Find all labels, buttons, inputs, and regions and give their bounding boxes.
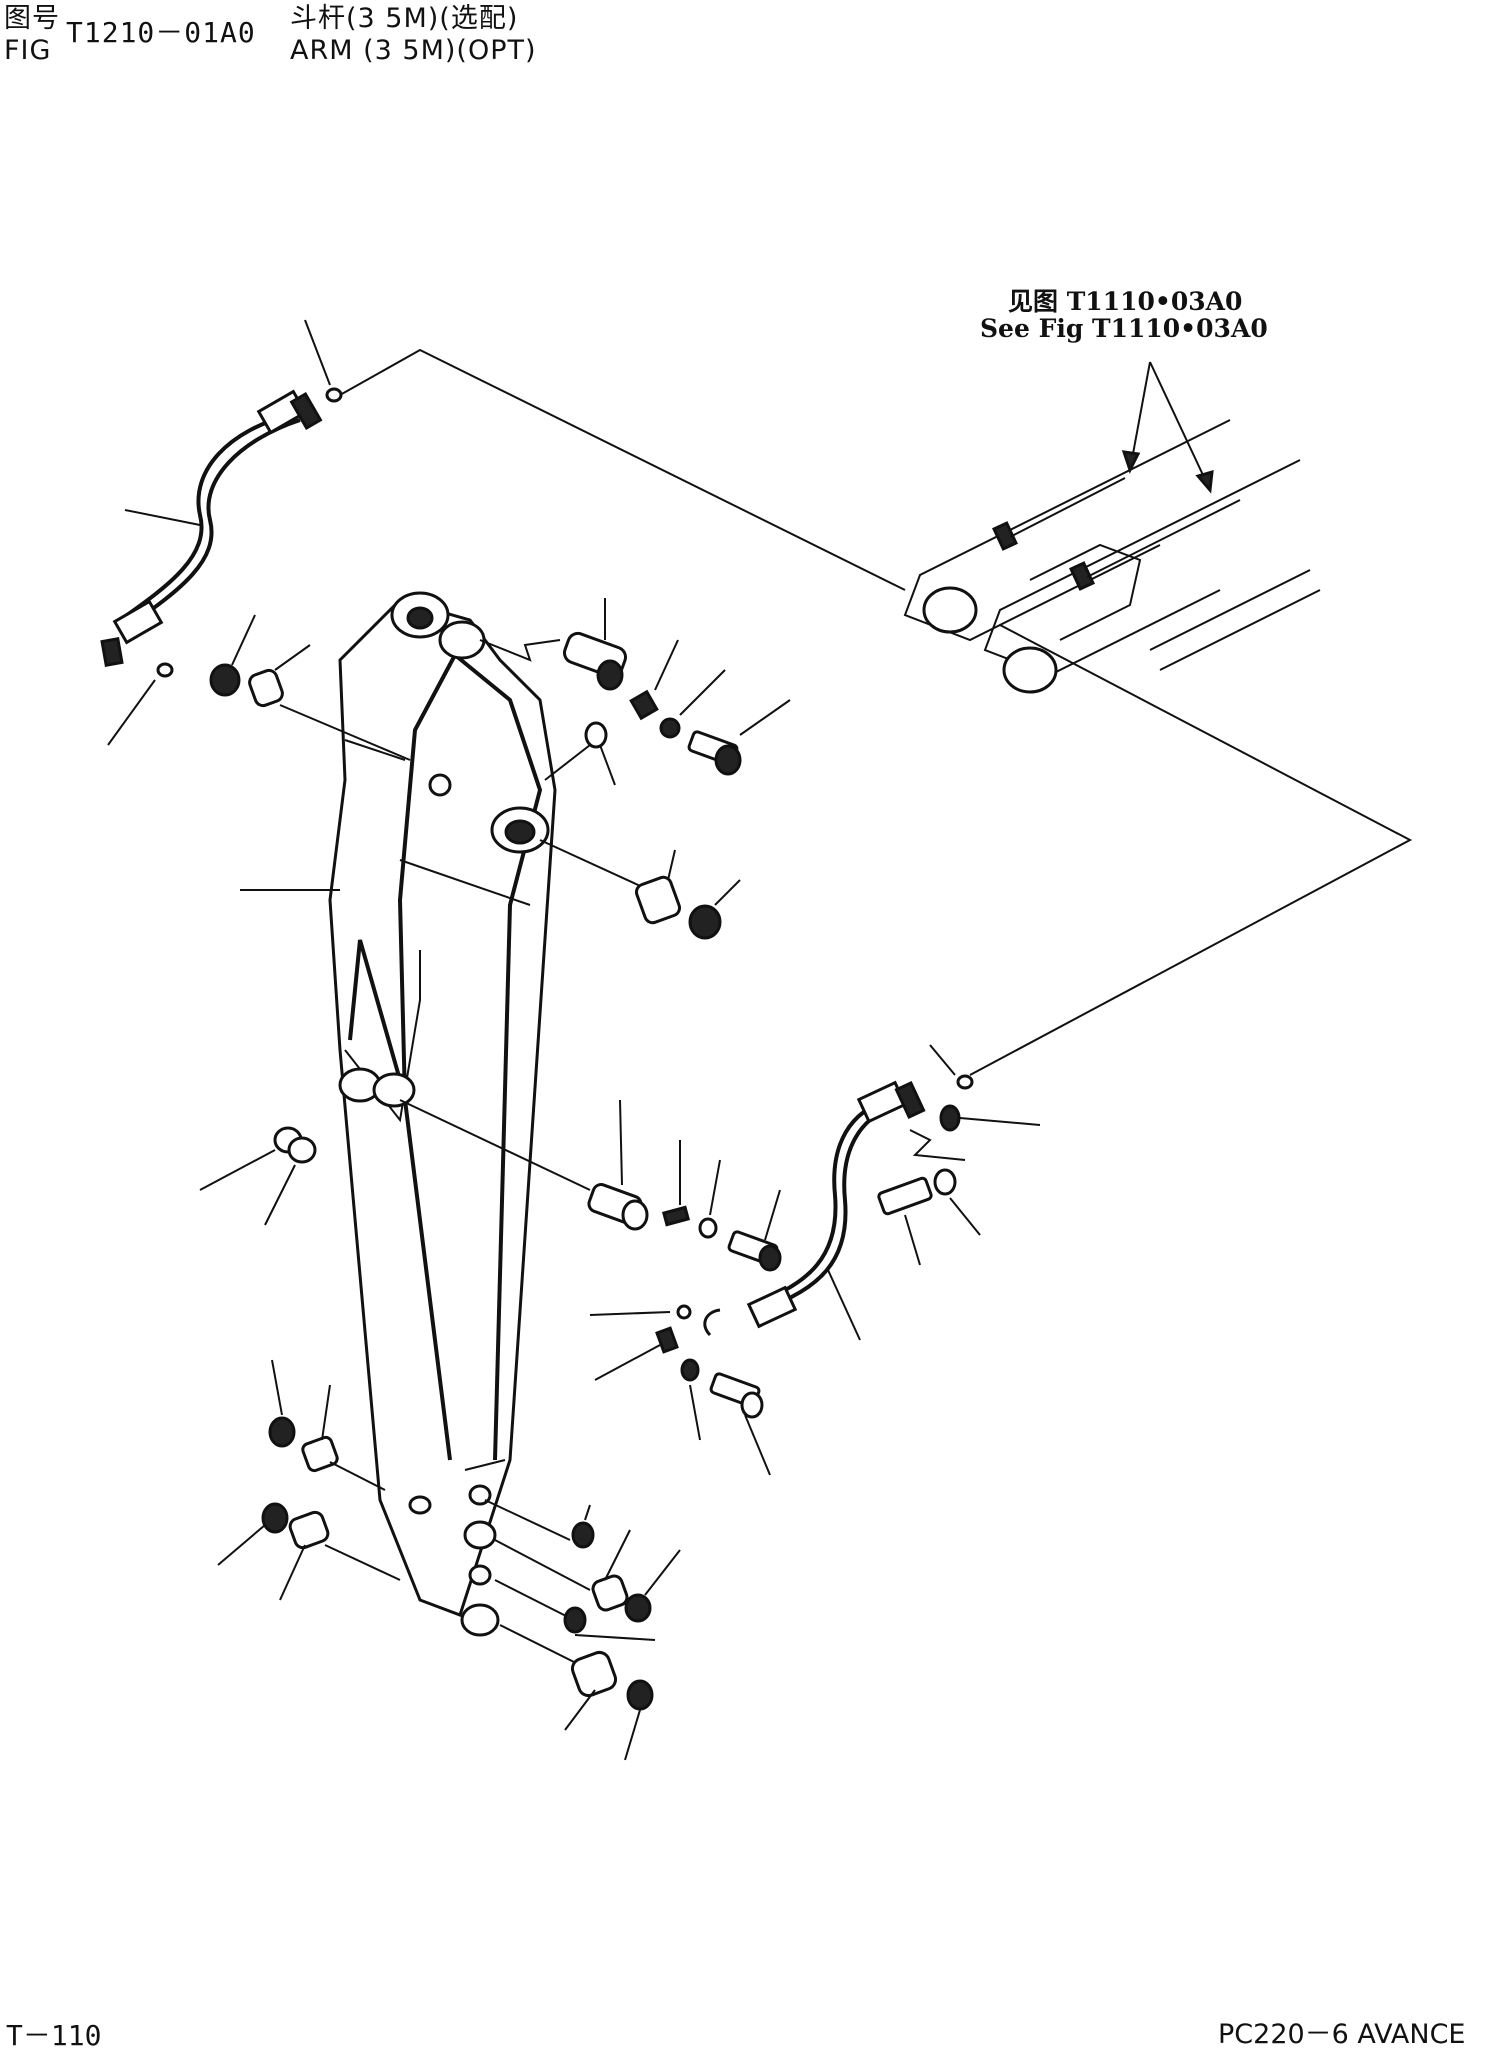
fig-code: T1210－01A0 [66, 16, 256, 49]
lower-right-small-parts [594, 1326, 771, 1476]
title-en: ARM (3 5M)(OPT) [290, 35, 537, 66]
boom-end-drawing [903, 419, 1321, 694]
middle-bushing [240, 839, 741, 940]
see-figure-reference-cn: 见图 T1110•03A0 [1008, 287, 1243, 316]
leader-lower [969, 624, 1413, 1076]
lower-left-bushings [217, 1359, 401, 1601]
fig-label-cn: 图号 [4, 3, 60, 34]
model-name: PC220－6 AVANCE [1218, 2019, 1466, 2050]
arm-body [328, 591, 557, 1637]
page-number: T－110 [6, 2019, 102, 2052]
upper-left-grease-pipe [100, 319, 343, 746]
title-cn: 斗杆(3 5M)(选配) [290, 3, 519, 34]
left-shims [199, 1126, 317, 1226]
upper-pin-assembly [479, 598, 791, 786]
lower-pin-assembly [399, 1099, 782, 1272]
upper-left-bushings [209, 614, 411, 761]
fig-label-en: FIG [4, 35, 52, 66]
reference-arrows [1121, 361, 1214, 494]
leader-upper [339, 348, 906, 591]
see-figure-reference-en: See Fig T1110•03A0 [980, 314, 1268, 343]
lower-right-bushings [484, 1499, 681, 1761]
right-bolt-assembly [877, 1168, 981, 1266]
right-grease-pipe [589, 1044, 1041, 1341]
